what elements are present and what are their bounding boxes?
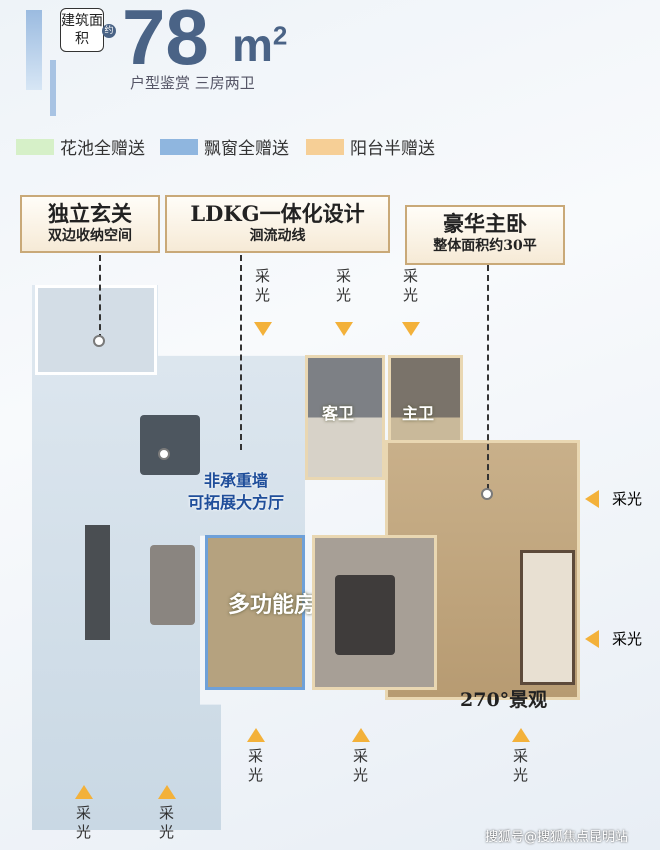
light-label: 采光 [612,490,643,508]
guest-bath-label: 客卫 [322,404,355,423]
dining-table [140,415,200,475]
light-arrow-icon [402,322,420,336]
sofa [150,545,195,625]
light-label: 采光 [246,748,264,786]
deco-bar [26,10,42,90]
light-label: 采光 [157,805,175,843]
light-arrow-icon [335,322,353,336]
light-label: 采光 [511,748,529,786]
light-arrow-icon [585,490,599,508]
light-arrow-icon [254,322,272,336]
light-arrow-icon [352,728,370,742]
light-label: 采光 [334,268,352,306]
view-label: 270°景观 [460,689,548,711]
light-label: 采光 [74,805,92,843]
deco-bar [50,60,56,116]
leader-line [240,255,242,450]
master-bath-label: 主卫 [402,404,435,423]
marker-dot [93,335,105,347]
leader-line [487,265,489,490]
area-badge: 建筑面积 [60,8,104,52]
legend-item: 飘窗全赠送 [160,134,289,159]
leader-line [99,255,101,340]
legend-item: 花池全赠送 [16,134,145,159]
wall-note: 非承重墙可拓展大方厅 [188,471,285,512]
marker-dot [158,448,170,460]
light-arrow-icon [158,785,176,799]
guest-bath [305,355,385,480]
callout-ldkg: LDKG一体化设计洄流动线 [165,195,390,253]
legend-swatch [306,138,344,155]
bed [335,575,395,655]
watermark: 搜狐号@搜狐焦点昆明站 [485,830,629,845]
subtitle: 户型鉴赏 三房两卫 [130,74,255,92]
entry-area [35,285,157,375]
multi-function-label: 多功能房 [228,592,317,618]
marker-dot [481,488,493,500]
approx-mark: 约 [102,24,116,38]
callout-entry: 独立玄关双边收纳空间 [20,195,160,253]
light-arrow-icon [512,728,530,742]
light-arrow-icon [247,728,265,742]
area-value: 78 [122,0,209,81]
bay-window [520,550,575,685]
legend-item: 阳台半赠送 [306,134,435,159]
callout-master: 豪华主卧整体面积约30平 [405,205,565,265]
multi-function-room [205,535,305,690]
legend-swatch [160,138,198,155]
light-arrow-icon [585,630,599,648]
tv-cabinet [85,525,110,640]
light-label: 采光 [612,630,643,648]
light-label: 采光 [401,268,419,306]
light-label: 采光 [351,748,369,786]
light-label: 采光 [253,268,271,306]
light-arrow-icon [75,785,93,799]
legend-swatch [16,138,54,155]
area-unit: m2 [232,19,288,71]
